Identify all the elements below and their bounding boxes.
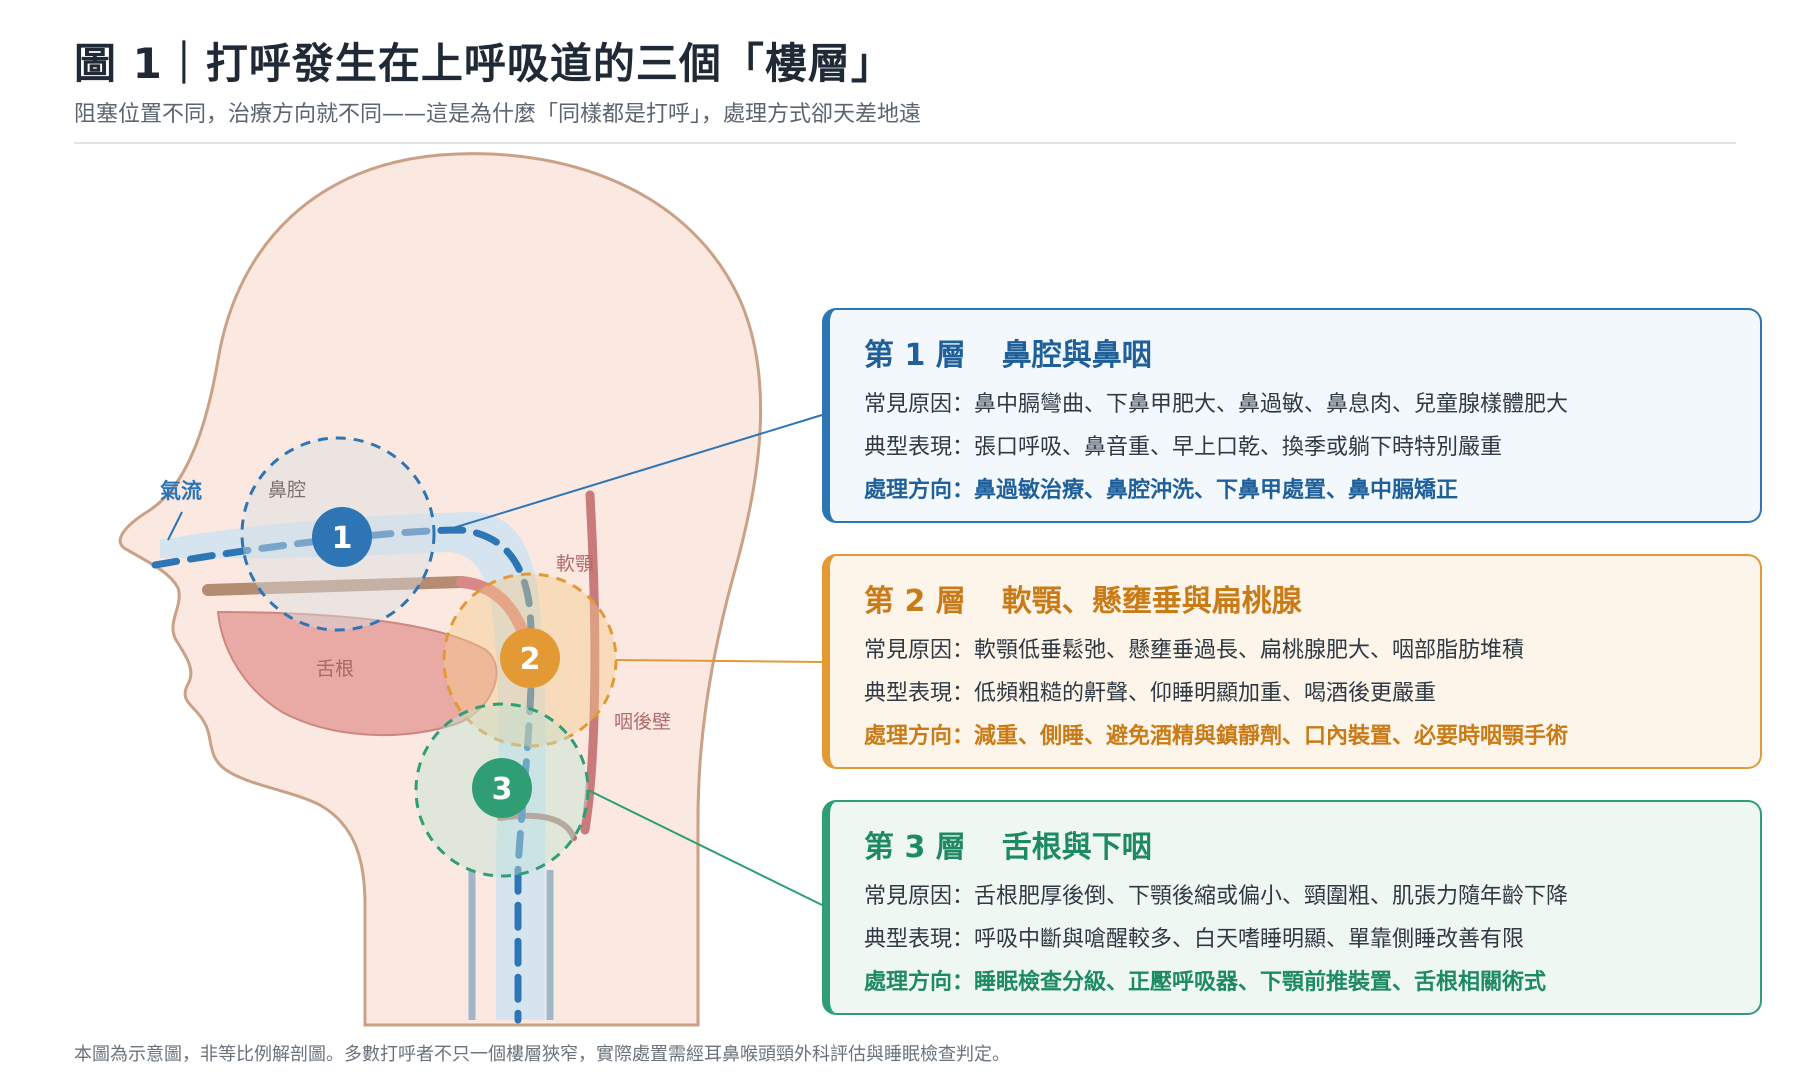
label-tongue-base: 舌根 <box>316 658 354 680</box>
page-subtitle: 阻塞位置不同，治療方向就不同——這是為什麼「同樣都是打呼」，處理方式卻天差地遠 <box>74 102 922 127</box>
head-silhouette <box>118 152 763 1027</box>
level-3-heading: 第 3 層舌根與下咽 <box>864 822 1730 866</box>
level-1-signs: 典型表現：張口呼吸、鼻音重、早上口乾、換季或躺下時特別嚴重 <box>864 435 1503 460</box>
level-3-card: 第 3 層舌根與下咽 常見原因：舌根肥厚後倒、下顎後縮或偏小、頸圍粗、肌張力隨年… <box>822 800 1762 1015</box>
label-pharyngeal-wall: 咽後壁 <box>614 711 671 733</box>
connector-3 <box>587 789 823 906</box>
marker-3-label: 3 <box>492 772 513 807</box>
airway-channel <box>160 512 546 1020</box>
level-3-causes: 常見原因：舌根肥厚後倒、下顎後縮或偏小、頸圍粗、肌張力隨年齡下降 <box>864 884 1569 909</box>
marker-1 <box>312 507 372 567</box>
level-1-causes: 常見原因：鼻中膈彎曲、下鼻甲肥大、鼻過敏、鼻息肉、兒童腺樣體肥大 <box>864 392 1569 417</box>
epiglottis-shape <box>497 812 577 841</box>
connector-2 <box>615 659 823 663</box>
tongue-shape <box>216 610 498 737</box>
label-nasal-cavity: 鼻腔 <box>268 479 306 501</box>
title-divider <box>74 142 1736 144</box>
level-1-heading: 第 1 層鼻腔與鼻咽 <box>864 330 1730 374</box>
airflow-line <box>151 526 535 1024</box>
hard-palate <box>202 576 468 596</box>
connector-1 <box>439 414 823 533</box>
level-2-card: 第 2 層軟顎、懸壅垂與扁桃腺 常見原因：軟顎低垂鬆弛、懸壅垂過長、扁桃腺肥大、… <box>822 554 1762 769</box>
level-3-signs: 典型表現：呼吸中斷與嗆醒較多、白天嗜睡明顯、單靠側睡改善有限 <box>864 927 1525 952</box>
marker-3 <box>472 758 532 818</box>
level-3-treatment: 處理方向：睡眠檢查分級、正壓呼吸器、下顎前推裝置、舌根相關術式 <box>864 970 1547 995</box>
level-2-signs: 典型表現：低頻粗糙的鼾聲、仰睡明顯加重、喝酒後更嚴重 <box>864 681 1437 706</box>
level-3-number: 第 3 層 <box>864 830 966 865</box>
level-1-treatment: 處理方向：鼻過敏治療、鼻腔沖洗、下鼻甲處置、鼻中膈矯正 <box>864 478 1459 503</box>
level-2-treatment: 處理方向：減重、側睡、避免酒精與鎮靜劑、口內裝置、必要時咽顎手術 <box>864 724 1569 749</box>
label-soft-palate: 軟顎 <box>556 553 594 575</box>
level-1-name: 鼻腔與鼻咽 <box>1001 338 1152 373</box>
level-2-heading: 第 2 層軟顎、懸壅垂與扁桃腺 <box>864 576 1730 620</box>
level-1-card: 第 1 層鼻腔與鼻咽 常見原因：鼻中膈彎曲、下鼻甲肥大、鼻過敏、鼻息肉、兒童腺樣… <box>822 308 1762 523</box>
marker-2-label: 2 <box>520 642 541 677</box>
marker-2 <box>500 628 560 688</box>
marker-1-label: 1 <box>332 521 353 556</box>
airflow-pointer <box>167 511 183 541</box>
level-2-number: 第 2 層 <box>864 584 966 619</box>
level-1-number: 第 1 層 <box>864 338 966 373</box>
level-3-name: 舌根與下咽 <box>1001 830 1152 865</box>
page-title: 圖 1｜打呼發生在上呼吸道的三個「樓層」 <box>74 39 894 88</box>
footnote: 本圖為示意圖，非等比例解剖圖。多數打呼者不只一個樓層狹窄，實際處置需經耳鼻喉頭頸… <box>74 1044 1010 1065</box>
level-2-causes: 常見原因：軟顎低垂鬆弛、懸壅垂過長、扁桃腺肥大、咽部脂肪堆積 <box>864 638 1525 663</box>
level-2-name: 軟顎、懸壅垂與扁桃腺 <box>1001 584 1302 619</box>
label-airflow: 氣流 <box>160 479 202 503</box>
